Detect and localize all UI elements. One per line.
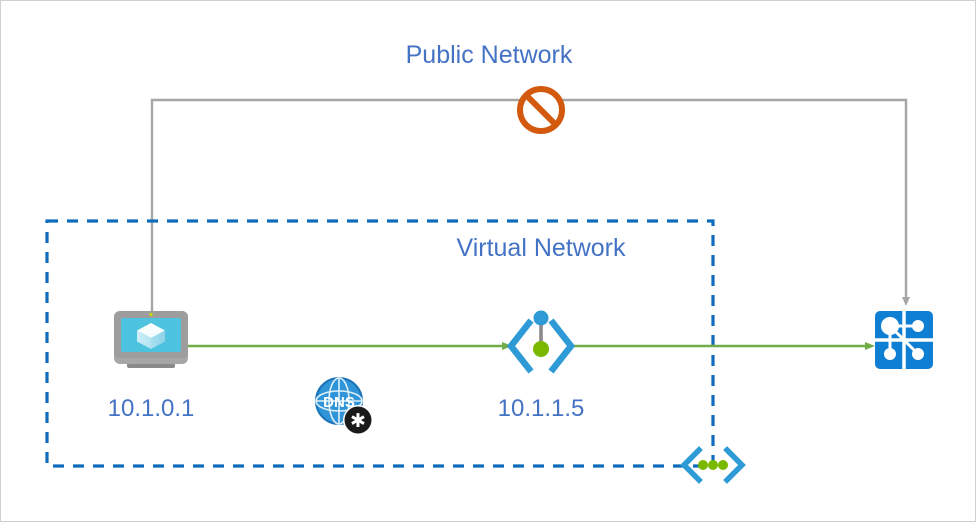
connector-public-network bbox=[150, 98, 910, 331]
virtual-machine-ip-label: 10.1.0.1 bbox=[107, 395, 195, 422]
private-link-icon bbox=[680, 446, 746, 484]
virtual-machine-icon bbox=[114, 311, 188, 368]
azure-service-icon bbox=[875, 311, 933, 369]
virtual-network-label: Virtual Network bbox=[456, 234, 626, 262]
prohibited-icon bbox=[517, 86, 565, 134]
dns-icon: DNS ✱ bbox=[315, 377, 373, 435]
svg-text:DNS: DNS bbox=[323, 394, 355, 411]
private-endpoint-icon bbox=[506, 310, 576, 374]
svg-text:✱: ✱ bbox=[350, 411, 366, 432]
virtual-network-boundary bbox=[45, 219, 715, 468]
private-endpoint-ip-label: 10.1.1.5 bbox=[497, 395, 585, 422]
public-network-label: Public Network bbox=[405, 41, 573, 69]
